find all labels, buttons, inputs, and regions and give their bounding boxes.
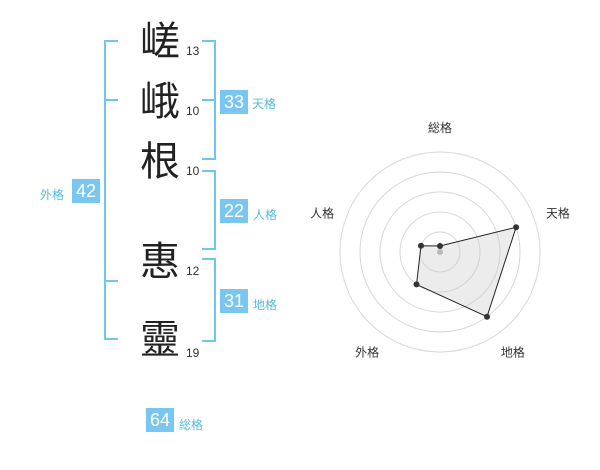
radar-point <box>418 242 424 249</box>
radar-axis-label: 地格 <box>501 344 525 359</box>
jinkaku-label: 人格 <box>253 208 278 222</box>
soukaku-label: 総格 <box>179 418 204 432</box>
radar-axis-label: 人格 <box>310 206 334 221</box>
tenkaku-value-badge: 33 <box>220 90 249 114</box>
stroke-count-3: 10 <box>186 164 200 178</box>
radar-ring <box>399 211 481 293</box>
stroke-count-4: 12 <box>186 264 200 278</box>
gaikaku-label: 外格 <box>40 188 65 202</box>
radar-ring <box>379 191 501 313</box>
radar-point <box>437 243 443 249</box>
chikaku-bracket <box>202 258 216 342</box>
stroke-count-2: 10 <box>186 104 200 118</box>
jinkaku-value-badge: 22 <box>220 199 249 223</box>
jinkaku-bracket <box>202 170 216 250</box>
radar-point <box>513 224 520 231</box>
chikaku-value-badge: 31 <box>220 289 249 313</box>
radar-axis-label: 天格 <box>546 206 570 221</box>
name-char-1: 嵯 <box>140 19 180 65</box>
radar-center <box>437 249 443 255</box>
radar-point <box>413 281 420 288</box>
gaikaku-bracket-tick-1 <box>104 99 118 101</box>
soukaku-value-badge: 64 <box>146 408 175 432</box>
stroke-count-5: 19 <box>186 346 200 360</box>
gaikaku-bracket <box>104 40 118 340</box>
name-char-5: 靈 <box>140 317 180 363</box>
name-char-4: 惠 <box>140 239 180 285</box>
tenkaku-label: 天格 <box>252 97 277 111</box>
gaikaku-value-badge: 42 <box>72 179 101 203</box>
name-char-3: 根 <box>140 139 180 185</box>
gaikaku-bracket-tick-2 <box>104 280 118 282</box>
stroke-count-1: 13 <box>186 44 200 58</box>
radar-point <box>484 313 490 320</box>
radar-ring <box>359 171 521 333</box>
chikaku-label: 地格 <box>253 298 278 312</box>
name-char-2: 峨 <box>140 79 180 125</box>
radar-axis-label: 総格 <box>428 120 452 135</box>
radar-axis-label: 外格 <box>355 344 379 359</box>
tenkaku-bracket-tick <box>202 99 216 101</box>
radar-ring <box>339 151 541 353</box>
